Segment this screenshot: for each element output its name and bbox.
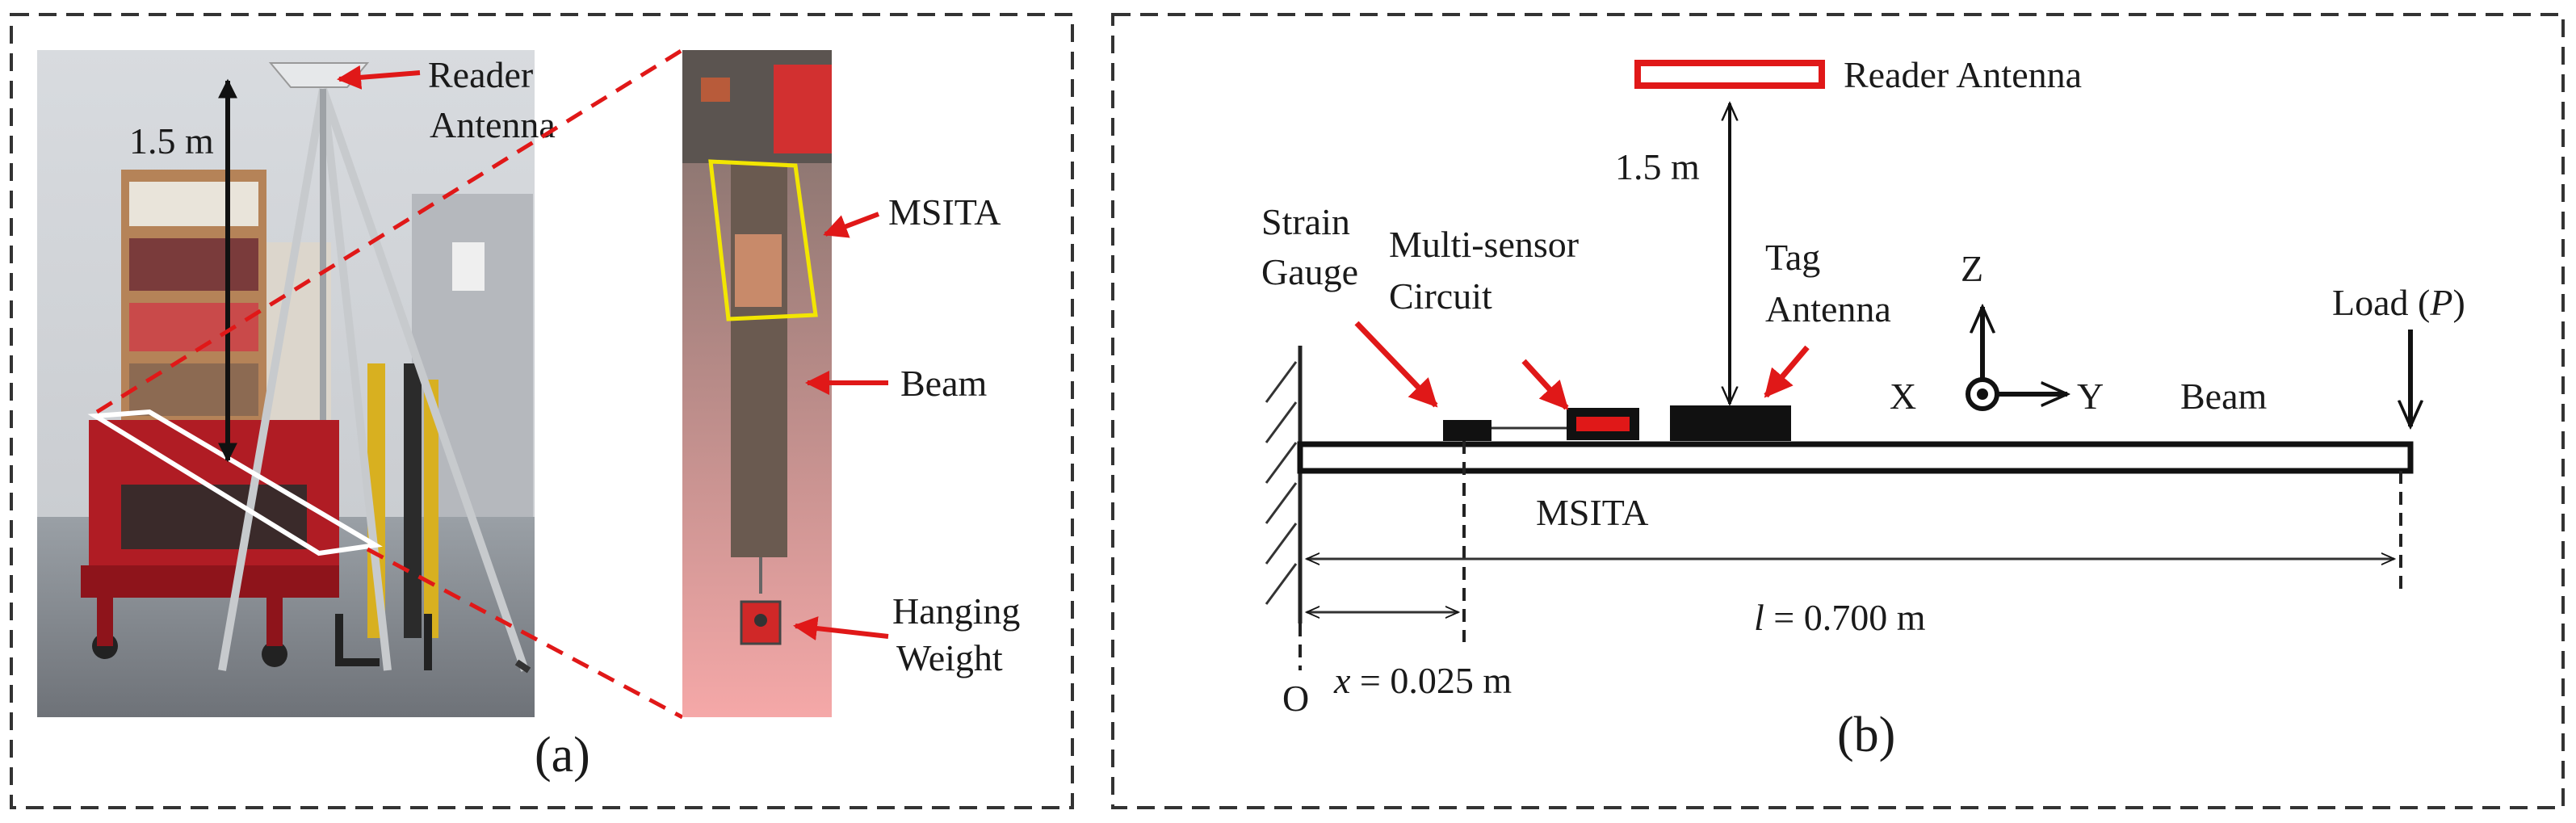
strain-gauge-label-line1: Strain — [1261, 201, 1350, 242]
origin-label: O — [1282, 678, 1309, 719]
strain-gauge — [1443, 420, 1491, 441]
multi-sensor-label-line2: Circuit — [1389, 275, 1492, 317]
reader-antenna-arrow-a — [337, 65, 421, 90]
reader-antenna-b — [1634, 60, 1825, 89]
hanging-weight-label-a-line2: Weight — [896, 637, 1003, 678]
load-label-symbol: P — [2429, 282, 2452, 323]
msita-label-b: MSITA — [1536, 492, 1648, 533]
zoom-line-bottom — [366, 547, 684, 720]
axis-y-label: Y — [2077, 376, 2104, 417]
msita-label-a: MSITA — [888, 191, 1001, 233]
zoomed-beam-photo — [682, 50, 832, 717]
axis-x-label: X — [1890, 376, 1916, 417]
distance-label-a: 1.5 m — [129, 120, 214, 162]
wall-hatching — [1265, 361, 1298, 605]
multi-sensor-arrow — [1521, 359, 1569, 410]
tag-antenna-label-line2: Antenna — [1765, 288, 1891, 330]
reader-antenna-label-a-line2: Antenna — [430, 104, 556, 145]
length-symbol: l — [1754, 597, 1764, 638]
reader-antenna-label-a-line1: Reader — [428, 54, 533, 95]
panel-a: 1.5 m Reader Antenna MSITA Beam Hanging … — [10, 13, 1074, 809]
beam-label-b: Beam — [2180, 376, 2268, 417]
length-label: l = 0.700 m — [1754, 597, 1926, 638]
distance-label-b: 1.5 m — [1615, 146, 1700, 187]
load-label-prefix: Load ( — [2332, 282, 2430, 323]
tag-antenna — [1670, 405, 1791, 441]
beam-label-a: Beam — [900, 363, 988, 404]
x-value: = 0.025 m — [1350, 660, 1512, 701]
reader-antenna-label-b: Reader Antenna — [1844, 54, 2082, 95]
hanging-weight-arrow-a — [793, 616, 889, 640]
msita-yellow-box — [708, 159, 818, 321]
load-label: Load (P) — [2332, 282, 2465, 323]
x-label: x = 0.025 m — [1333, 660, 1512, 701]
panel-a-frame — [10, 13, 1074, 809]
length-value: = 0.700 m — [1764, 597, 1926, 638]
beam-b — [1297, 441, 2414, 474]
hanging-weight-label-a-line1: Hanging — [892, 590, 1020, 632]
multi-sensor-circuit-chip — [1576, 417, 1630, 431]
caption-a: (a) — [535, 728, 590, 783]
strain-gauge-arrow — [1354, 321, 1438, 408]
load-label-suffix: ) — [2452, 282, 2465, 323]
multi-sensor-label-line1: Multi-sensor — [1389, 224, 1579, 265]
caption-b: (b) — [1837, 708, 1895, 762]
tag-antenna-arrow — [1764, 345, 1810, 398]
panel-b: Reader Antenna 1.5 m Strain Gauge Multi-… — [1111, 13, 2565, 809]
tag-antenna-label-line1: Tag — [1765, 237, 1820, 278]
axis-z-label: Z — [1961, 248, 1983, 289]
strain-gauge-label-line2: Gauge — [1261, 251, 1358, 292]
msita-highlight-box — [87, 409, 383, 556]
x-symbol: x — [1333, 660, 1351, 701]
lab-setup-photo — [37, 50, 535, 717]
panel-b-frame — [1111, 13, 2565, 809]
msita-arrow-a — [823, 212, 880, 238]
coordinate-system — [1966, 307, 2067, 411]
